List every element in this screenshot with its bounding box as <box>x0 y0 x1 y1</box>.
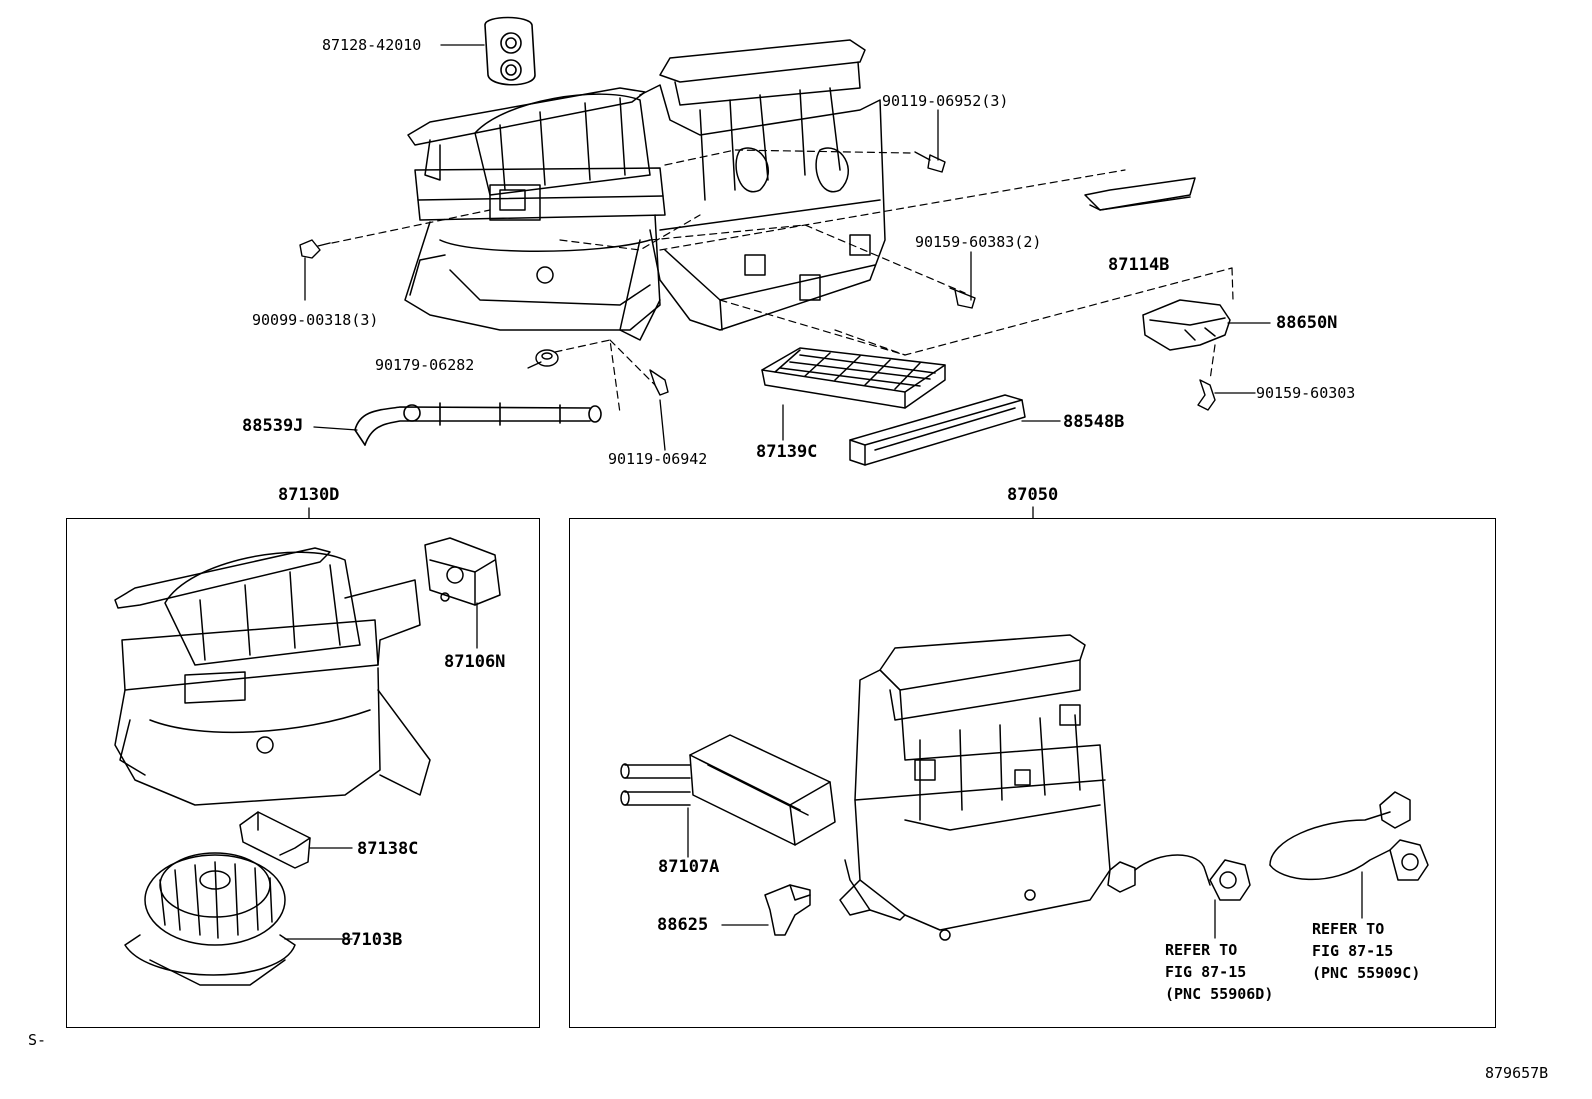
label-90119-06942: 90119-06942 <box>608 450 708 468</box>
group-box-87050 <box>569 518 1496 1028</box>
pad-87114b <box>1084 177 1196 211</box>
guide-lines <box>331 149 1234 414</box>
leader-lines <box>284 44 1363 940</box>
screw-90159-60303 <box>1197 379 1216 411</box>
cover-88548b <box>849 394 1026 466</box>
label-87128-42010: 87128-42010 <box>322 36 422 54</box>
grommet-part <box>484 16 536 86</box>
label-87050: 87050 <box>1007 485 1059 505</box>
label-87114b: 87114B <box>1108 255 1170 275</box>
servo-87106n <box>424 537 501 606</box>
top-heater-unit <box>619 39 886 341</box>
label-87106n: 87106N <box>444 652 506 672</box>
label-88625: 88625 <box>657 915 709 935</box>
blower-assembly-87130d <box>114 547 431 806</box>
label-87130d: 87130D <box>278 485 340 505</box>
resistor-87138c <box>239 811 311 869</box>
screw-90119-06942 <box>649 369 669 396</box>
nut-90179-06282 <box>535 349 559 367</box>
hose-88539j <box>354 402 602 446</box>
heater-core-87107a <box>620 734 836 846</box>
fan-motor-87103b <box>124 852 296 986</box>
label-90179-06282: 90179-06282 <box>375 356 475 374</box>
label-90159-60303: 90159-60303 <box>1256 384 1356 402</box>
sensor-88650n <box>1142 299 1231 351</box>
wire-harness-1 <box>1107 854 1251 901</box>
bolt-90119-06952 <box>914 151 946 173</box>
diagram-id: 879657B <box>1485 1064 1549 1082</box>
label-88539j: 88539J <box>242 416 304 436</box>
label-88548b: 88548B <box>1063 412 1125 432</box>
group-box-87130d <box>66 518 540 1028</box>
label-87107a: 87107A <box>658 857 720 877</box>
corner-mark-left: S- <box>28 1031 47 1049</box>
label-87138c: 87138C <box>357 839 419 859</box>
label-90099-00318: 90099-00318(3) <box>252 311 379 329</box>
heater-unit-87050 <box>839 634 1111 941</box>
label-90159-60383: 90159-60383(2) <box>915 233 1042 251</box>
screw-90159-60383 <box>949 287 976 309</box>
filter-87139c <box>761 347 946 409</box>
sensor-88625 <box>764 884 811 936</box>
reference-note-55906d: REFER TO FIG 87-15 (PNC 55906D) <box>1165 941 1274 1003</box>
label-90119-06952: 90119-06952(3) <box>882 92 1009 110</box>
top-blower-housing <box>404 87 666 331</box>
reference-note-55909c: REFER TO FIG 87-15 (PNC 55909C) <box>1312 920 1421 982</box>
label-88650n: 88650N <box>1276 313 1338 333</box>
label-87103b: 87103B <box>341 930 403 950</box>
label-87139c: 87139C <box>756 442 818 462</box>
screw-90099-00318 <box>299 239 331 259</box>
wire-harness-2 <box>1269 791 1429 881</box>
